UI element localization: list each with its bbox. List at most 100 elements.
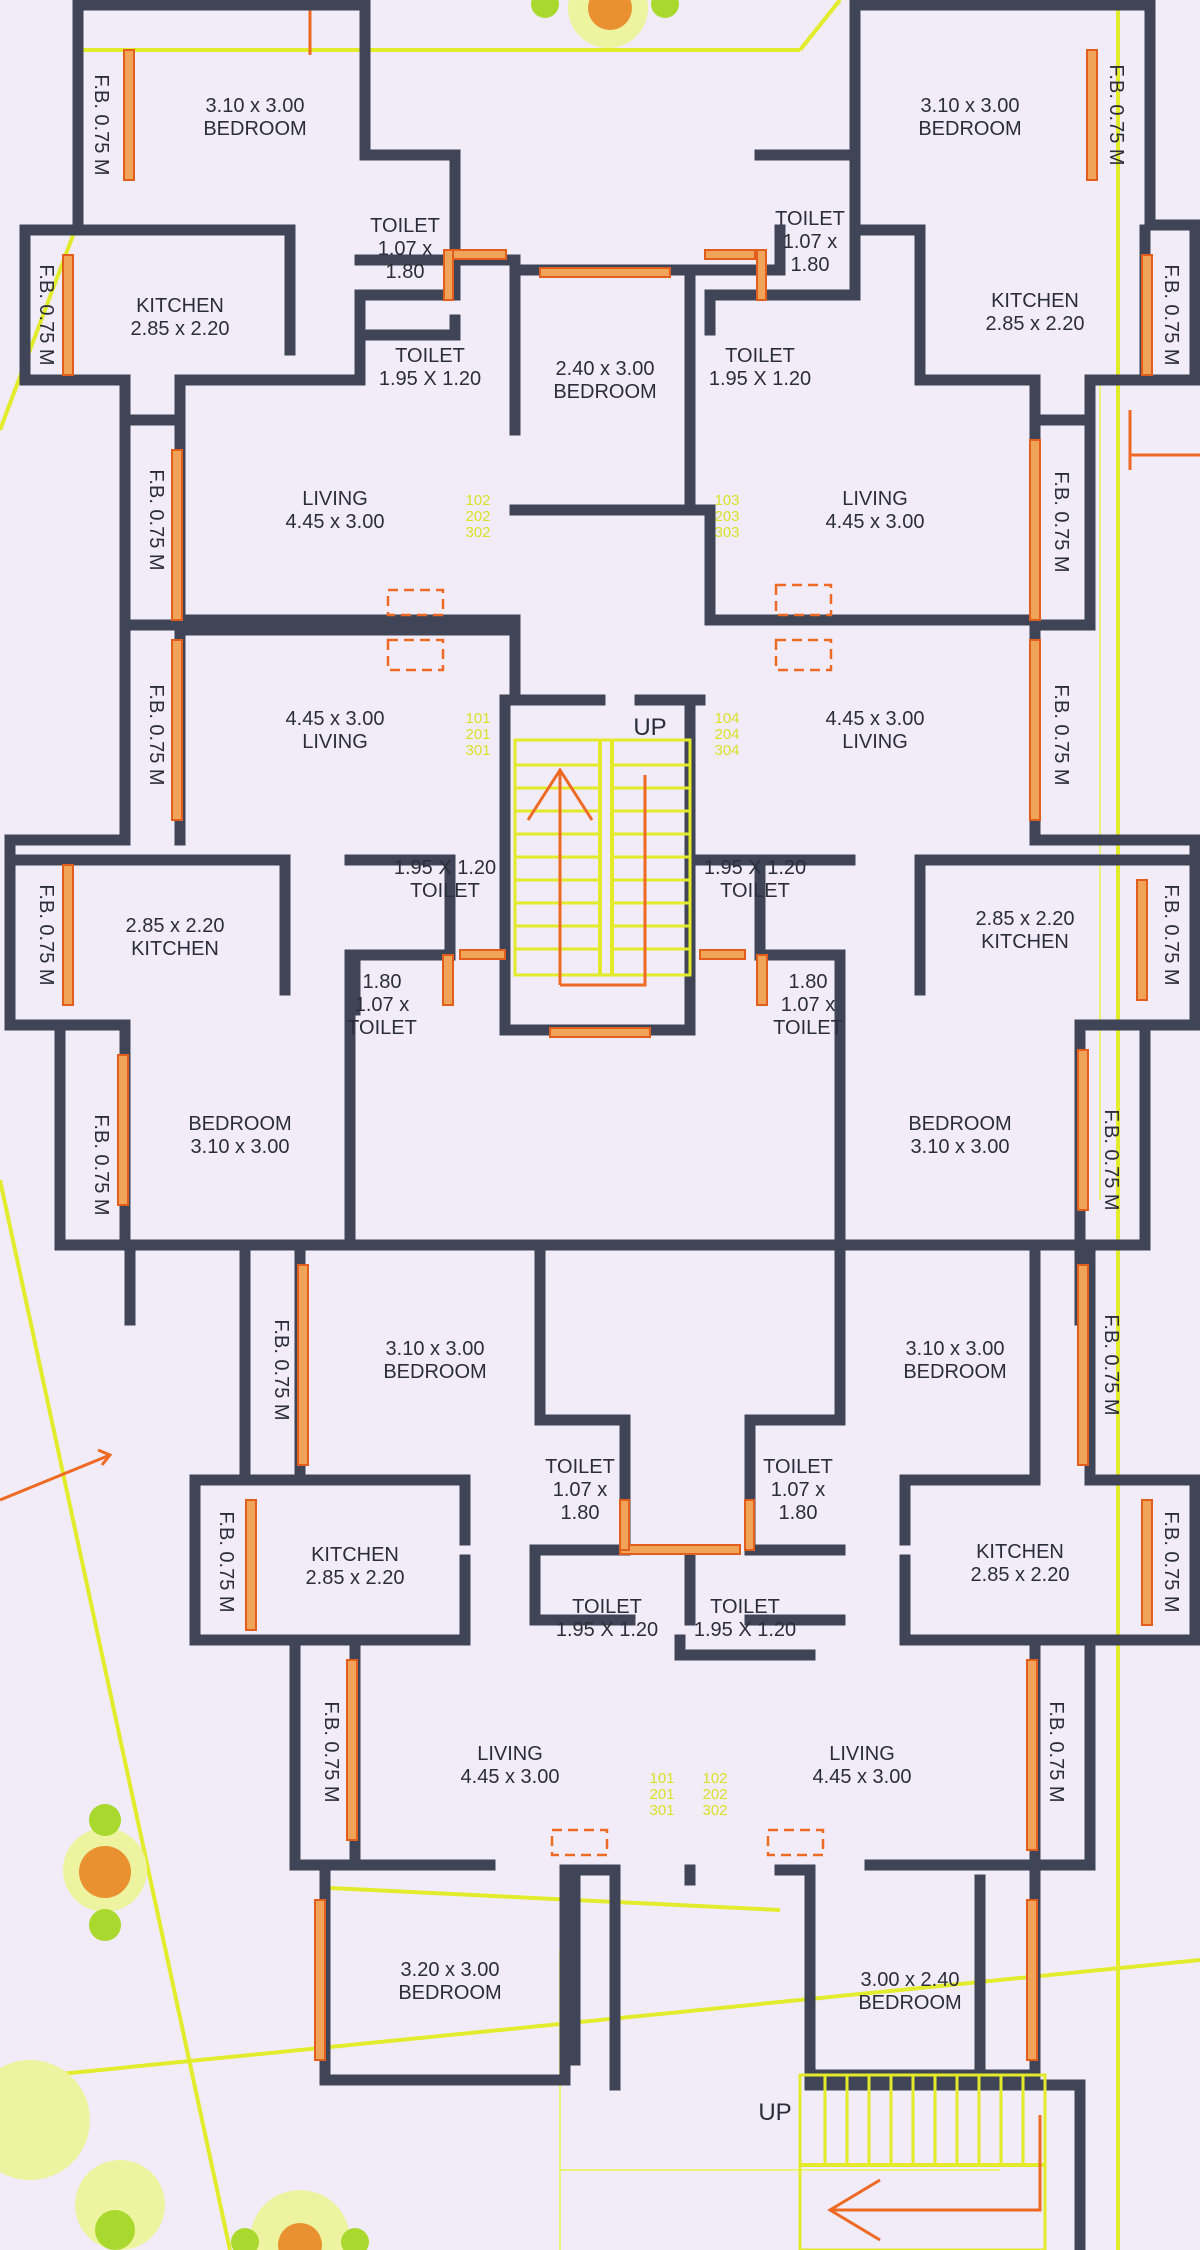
flower-bed-label: F.B. 0.75 M: [35, 884, 57, 985]
room-label-kit-br: 2.85 x 2.20: [971, 1564, 1070, 1586]
flower-bed-label: F.B. 0.75 M: [1045, 1701, 1067, 1802]
unit-number-label: 301: [649, 1802, 674, 1819]
room-label-bed-tl: 3.10 x 3.00: [206, 95, 305, 117]
flower-bed-label: F.B. 0.75 M: [90, 1114, 112, 1215]
room-label-bed-ml: 3.10 x 3.00: [191, 1136, 290, 1158]
unit-number-label: 302: [702, 1802, 727, 1819]
room-label-toi-ml-l: TOILET: [410, 880, 480, 902]
room-label-kit-tl: KITCHEN: [136, 295, 224, 317]
room-label-liv-mr: LIVING: [842, 731, 908, 753]
room-label-toi-mr-l: 1.95 X 1.20: [704, 857, 806, 879]
unit-number-label: 201: [465, 726, 490, 743]
unit-number-label: 304: [714, 742, 739, 759]
room-label-toi-br-s: 1.07 x: [771, 1479, 825, 1501]
room-label-toi-tl-s: TOILET: [370, 215, 440, 237]
room-label-kit-tr: 2.85 x 2.20: [986, 313, 1085, 335]
room-label-liv-tr: 4.45 x 3.00: [826, 511, 925, 533]
unit-number-label: 101: [465, 710, 490, 727]
room-label-bed-bl2: BEDROOM: [398, 1982, 501, 2004]
stair-up-arrow: [526, 767, 647, 987]
room-label-toi-br-s: TOILET: [763, 1456, 833, 1478]
flower-bed-label: F.B. 0.75 M: [1050, 684, 1072, 785]
room-label-toi-tl-s: 1.80: [386, 261, 425, 283]
room-label-bed-br: 3.10 x 3.00: [906, 1338, 1005, 1360]
room-label-bed-mr: 3.10 x 3.00: [911, 1136, 1010, 1158]
unit-number-label: 201: [649, 1786, 674, 1803]
room-label-toi-mr-s: 1.80: [789, 971, 828, 993]
room-label-kit-bl: 2.85 x 2.20: [306, 1567, 405, 1589]
unit-number-label: 203: [714, 508, 739, 525]
room-label-kit-br: KITCHEN: [976, 1541, 1064, 1563]
room-label-bed-tl: BEDROOM: [203, 118, 306, 140]
unit-number-label: 102: [465, 492, 490, 509]
room-label-liv-bl: LIVING: [477, 1743, 543, 1765]
door-markers: [386, 583, 833, 1857]
room-label-toi-br-l: 1.95 X 1.20: [694, 1619, 796, 1641]
unit-number-label: 302: [465, 524, 490, 541]
flower-bed-label: F.B. 0.75 M: [145, 469, 167, 570]
flower-bed-label: F.B. 0.75 M: [270, 1319, 292, 1420]
stair-bottom[interactable]: [798, 2073, 1047, 2250]
stair-up-label: UP: [633, 714, 666, 741]
room-label-bed-tr: BEDROOM: [918, 118, 1021, 140]
room-label-bed-br2: BEDROOM: [858, 1992, 961, 2014]
flower-bed-label: F.B. 0.75 M: [1160, 1511, 1182, 1612]
room-label-toi-br-l: TOILET: [710, 1596, 780, 1618]
flower-bed-label: F.B. 0.75 M: [320, 1701, 342, 1802]
room-label-toi-tr-l: 1.95 X 1.20: [709, 368, 811, 390]
room-label-toi-mr-s: 1.07 x: [781, 994, 835, 1016]
room-label-liv-tr: LIVING: [842, 488, 908, 510]
room-label-toi-bl-l: 1.95 X 1.20: [556, 1619, 658, 1641]
room-label-bed-mr: BEDROOM: [908, 1113, 1011, 1135]
room-label-toi-tr-s: 1.07 x: [783, 231, 837, 253]
room-label-toi-bl-l: TOILET: [572, 1596, 642, 1618]
room-label-toi-br-s: 1.80: [779, 1502, 818, 1524]
room-label-bed-br2: 3.00 x 2.40: [861, 1969, 960, 1991]
room-label-toi-tr-s: 1.80: [791, 254, 830, 276]
stair-bottom-treads: [823, 2075, 1025, 2165]
room-label-kit-tr: KITCHEN: [991, 290, 1079, 312]
room-label-bed-ml: BEDROOM: [188, 1113, 291, 1135]
room-label-liv-ml: 4.45 x 3.00: [286, 708, 385, 730]
room-label-kit-ml: 2.85 x 2.20: [126, 915, 225, 937]
room-label-bed-tr: 3.10 x 3.00: [921, 95, 1020, 117]
room-label-liv-br: LIVING: [829, 1743, 895, 1765]
unit-number-label: 301: [465, 742, 490, 759]
flower-bed-label: F.B. 0.75 M: [35, 264, 57, 365]
room-label-bed-bl2: 3.20 x 3.00: [401, 1959, 500, 1981]
flower-bed-label: F.B. 0.75 M: [1160, 884, 1182, 985]
flower-bed-label: F.B. 0.75 M: [1100, 1109, 1122, 1210]
landscape-bushes: [0, 0, 679, 2250]
orientation-arrows: [0, 10, 1200, 1502]
flower-bed-labels: F.B. 0.75 M F.B. 0.75 M F.B. 0.75 M F.B. 0.…: [35, 64, 1182, 1802]
room-label-toi-ml-s: 1.80: [363, 971, 402, 993]
room-label-toi-bl-s: 1.07 x: [553, 1479, 607, 1501]
room-label-kit-ml: KITCHEN: [131, 938, 219, 960]
unit-number-label: 202: [702, 1786, 727, 1803]
windows: [62, 49, 1153, 2061]
unit-number-labels: 1022023021032033031012013011042043041012…: [465, 492, 739, 1819]
room-label-liv-tl: LIVING: [302, 488, 368, 510]
room-label-liv-bl: 4.45 x 3.00: [461, 1766, 560, 1788]
room-label-liv-br: 4.45 x 3.00: [813, 1766, 912, 1788]
flower-bed-label: F.B. 0.75 M: [1105, 64, 1127, 165]
room-label-toi-tr-s: TOILET: [775, 208, 845, 230]
room-label-bed-bl: BEDROOM: [383, 1361, 486, 1383]
flower-bed-label: F.B. 0.75 M: [1100, 1314, 1122, 1415]
unit-number-label: 204: [714, 726, 739, 743]
flower-bed-label: F.B. 0.75 M: [90, 74, 112, 175]
stair-bottom-up-label: UP: [758, 2099, 791, 2126]
room-label-liv-tl: 4.45 x 3.00: [286, 511, 385, 533]
room-label-liv-ml: LIVING: [302, 731, 368, 753]
room-label-toi-bl-s: TOILET: [545, 1456, 615, 1478]
unit-number-label: 202: [465, 508, 490, 525]
room-label-toi-tl-s: 1.07 x: [378, 238, 432, 260]
stair-bottom-arrow: [827, 2115, 1042, 2242]
room-label-bed-br: BEDROOM: [903, 1361, 1006, 1383]
room-label-kit-mr: KITCHEN: [981, 931, 1069, 953]
flower-bed-label: F.B. 0.75 M: [1050, 471, 1072, 572]
room-label-bed-center: BEDROOM: [553, 381, 656, 403]
stair-treads: [515, 763, 690, 951]
